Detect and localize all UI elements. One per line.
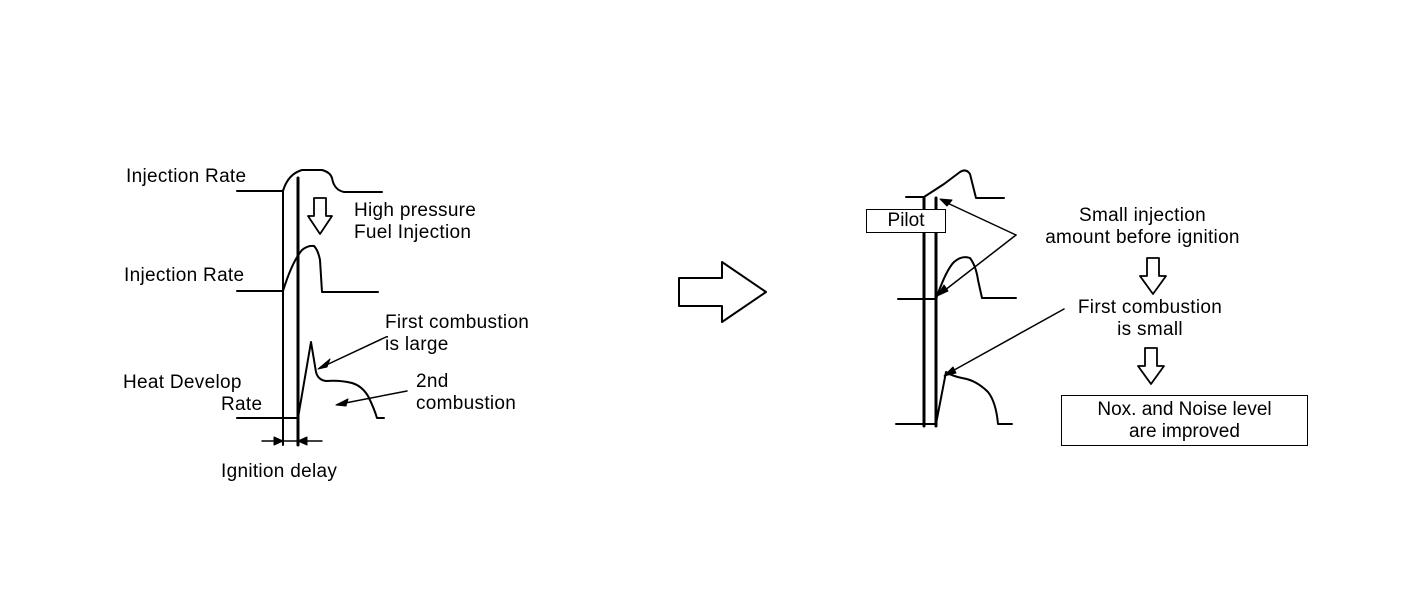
right-before-ignition-label: amount before ignition <box>1045 227 1240 248</box>
left-ignition-delay-arrow-right <box>297 436 308 446</box>
left-second-combustion-arrowhead <box>335 398 349 407</box>
left-high-pressure-label: High pressure <box>354 200 477 221</box>
right-small-injection-label: Small injection <box>1079 205 1206 226</box>
right-down-arrow-2 <box>1137 347 1165 385</box>
left-heat-develop-trace <box>236 341 385 419</box>
left-ignition-delay-label: Ignition delay <box>221 461 338 482</box>
right-down-arrow-1 <box>1139 257 1167 295</box>
left-rate-label: Rate <box>221 394 263 415</box>
left-first-combustion-leader <box>321 336 387 368</box>
left-second-combustion-leader <box>339 390 408 405</box>
left-injection-trace-mid <box>236 244 379 293</box>
left-high-pressure-arrow <box>307 197 333 235</box>
right-injection-trace-mid <box>897 256 1017 300</box>
left-combustion-label: combustion <box>416 393 517 414</box>
right-first-combustion-label: First combustion <box>1077 297 1223 318</box>
left-first-combustion-label: First combustion <box>385 312 530 333</box>
left-first-combustion-arrowhead <box>317 358 331 370</box>
right-result-line2: are improved <box>1129 421 1240 442</box>
left-injection-rate-top-label: Injection Rate <box>126 166 247 187</box>
right-small-injection-arrowhead-top <box>939 198 953 207</box>
left-2nd-label: 2nd <box>416 371 449 392</box>
left-injection-trace-top <box>236 169 383 193</box>
right-small-injection-arrowhead-mid <box>936 284 949 297</box>
right-small-injection-leader-top <box>942 200 1017 236</box>
right-pilot-box: Pilot <box>866 209 946 233</box>
right-first-combustion-arrowhead <box>943 366 957 377</box>
right-injection-trace-top <box>905 169 1005 199</box>
left-injection-rate-mid-label: Injection Rate <box>124 265 245 286</box>
left-heat-develop-label: Heat Develop <box>123 372 242 393</box>
right-first-combustion-leader <box>946 308 1065 375</box>
left-fuel-injection-label: Fuel Injection <box>354 222 472 243</box>
right-heat-develop-trace <box>895 371 1013 425</box>
center-big-arrow <box>678 261 767 323</box>
right-is-small-label: is small <box>1117 319 1183 340</box>
right-small-injection-leader-mid <box>939 234 1017 295</box>
right-result-box: Nox. and Noise level are improved <box>1061 395 1308 446</box>
right-result-line1: Nox. and Noise level <box>1097 399 1272 420</box>
left-ignition-delay-arrow-left <box>273 436 284 446</box>
left-is-large-label: is large <box>385 334 449 355</box>
